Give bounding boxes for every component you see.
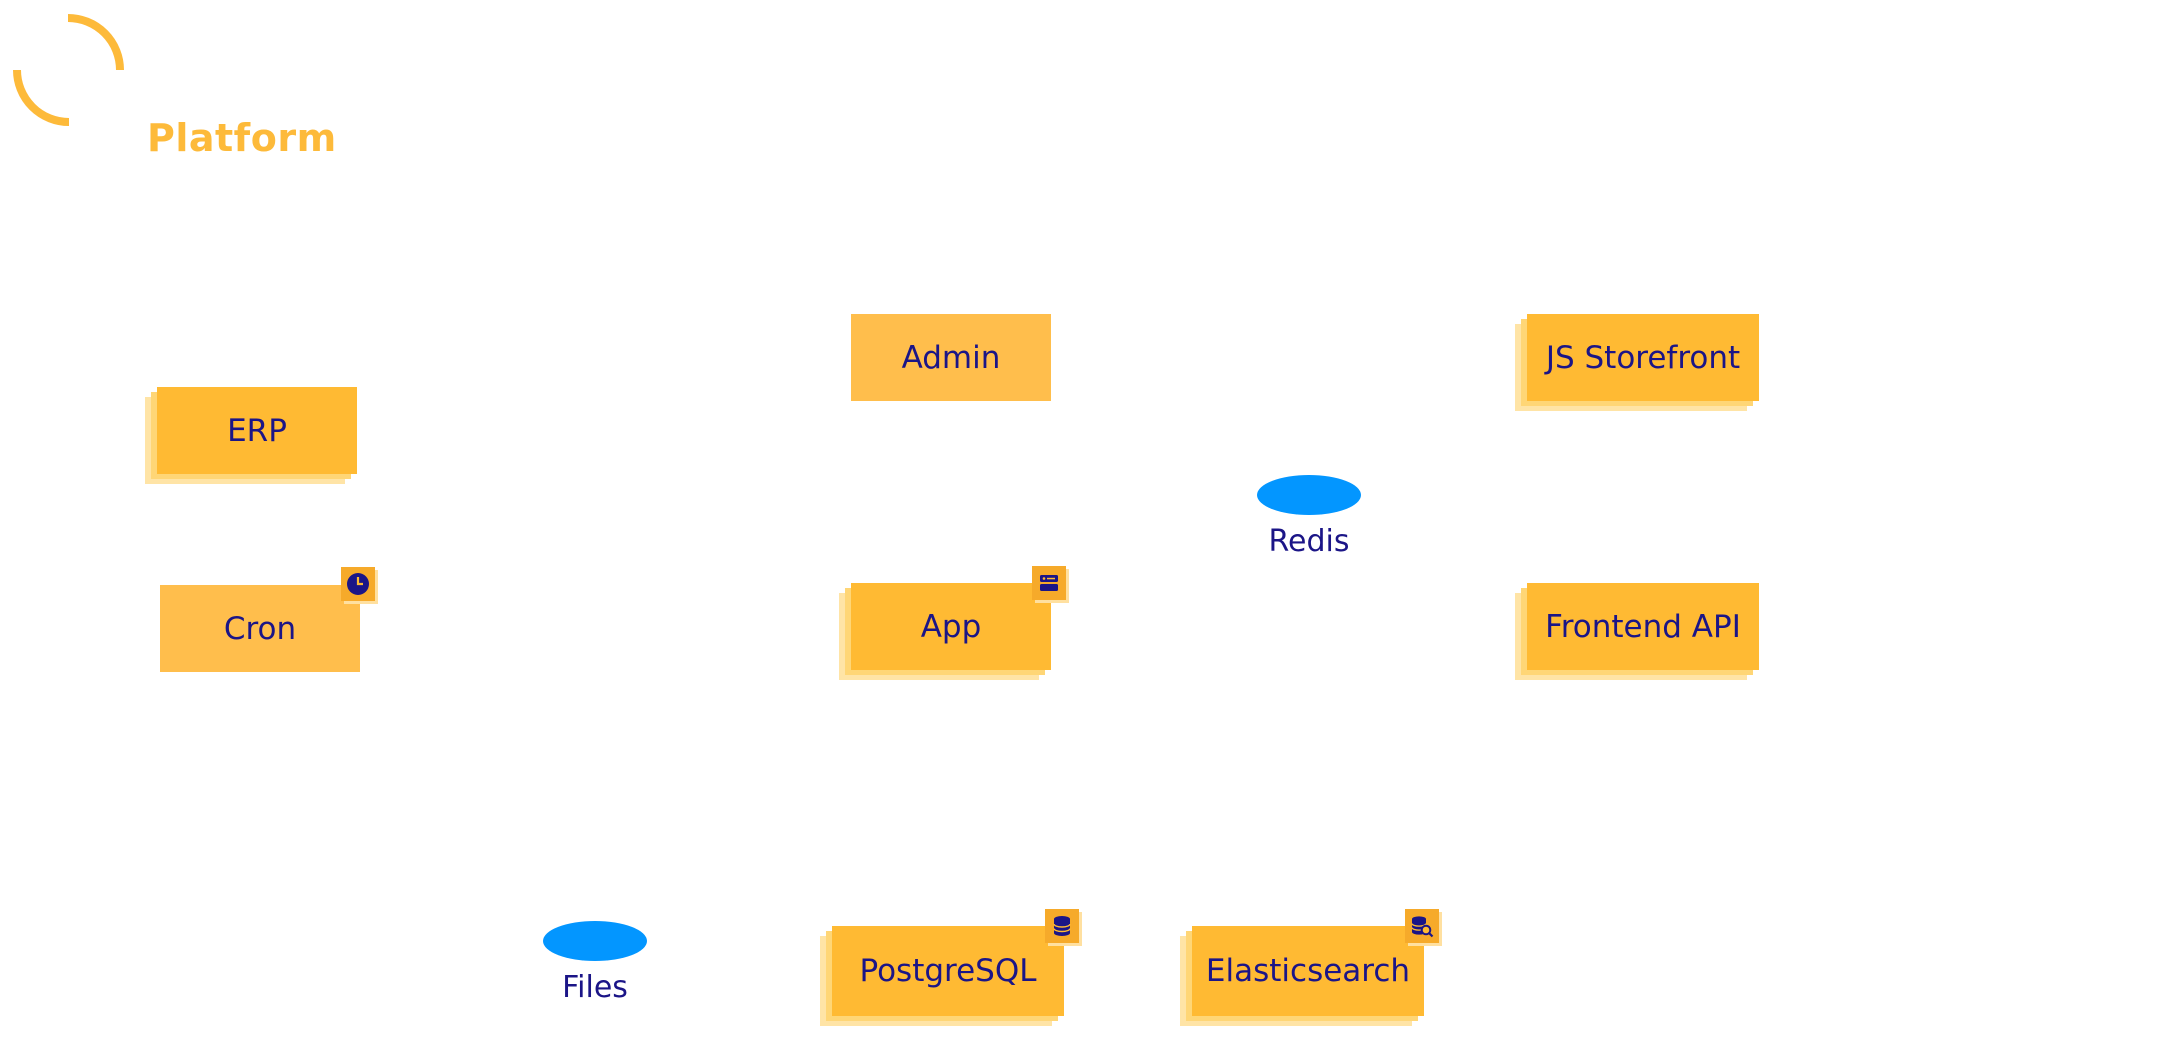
clock-icon <box>347 573 369 595</box>
server-icon <box>1040 575 1058 591</box>
node-cron[interactable]: Cron <box>160 567 375 672</box>
node-js-storefront[interactable]: JS Storefront <box>1515 314 1759 411</box>
redis-ellipse <box>1257 475 1361 515</box>
node-app[interactable]: App <box>839 566 1066 680</box>
page-title: Platform <box>147 116 337 160</box>
node-label: Elasticsearch <box>1205 953 1411 989</box>
postgresql-badge <box>1045 909 1079 943</box>
elasticsearch-badge <box>1405 909 1439 943</box>
database-icon <box>1053 916 1071 936</box>
datastore-files[interactable]: Files <box>540 921 650 1005</box>
files-ellipse <box>543 921 647 961</box>
node-label: JS Storefront <box>1545 339 1741 376</box>
node-label: Frontend API <box>1545 608 1741 645</box>
node-label: Admin <box>901 339 1001 376</box>
logo-arc-icon <box>13 14 124 126</box>
database-search-icon <box>1411 916 1434 938</box>
datastore-label: Files <box>562 970 628 1005</box>
node-frontend-api[interactable]: Frontend API <box>1515 583 1759 680</box>
node-label: Cron <box>223 610 297 647</box>
datastore-redis[interactable]: Redis <box>1254 475 1364 559</box>
node-erp[interactable]: ERP <box>145 387 357 484</box>
datastore-label: Redis <box>1268 524 1350 559</box>
node-elasticsearch[interactable]: Elasticsearch <box>1180 909 1439 1026</box>
node-postgresql[interactable]: PostgreSQL <box>820 909 1079 1026</box>
node-label: PostgreSQL <box>859 953 1037 989</box>
app-badge <box>1032 566 1066 600</box>
node-label: App <box>920 608 982 645</box>
node-label: ERP <box>227 412 287 449</box>
node-admin[interactable]: Admin <box>851 314 1051 401</box>
cron-badge <box>341 567 375 601</box>
